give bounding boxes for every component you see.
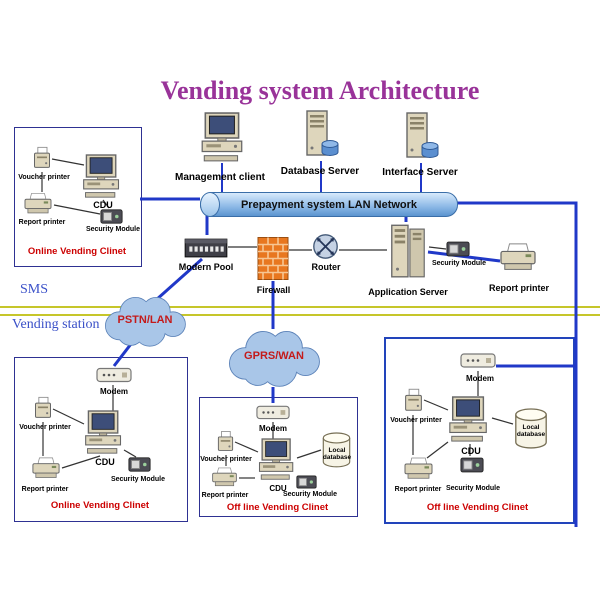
- offline-right-report-printer-label: Report printer: [394, 486, 442, 493]
- online-bottom-report-printer-label: Report printer: [21, 486, 69, 493]
- vending-station-zone-label: Vending station: [12, 317, 100, 332]
- online-bottom-voucher-printer-icon: [33, 396, 53, 422]
- online-top-security-module-label: Security Module: [85, 226, 141, 233]
- offline-middle-modem-label: Modem: [259, 424, 287, 433]
- offline-right-voucher-printer-icon: [403, 388, 424, 415]
- management-client-computer-icon: [198, 112, 248, 164]
- offline-middle-box-title: Off line Vending Clinet: [226, 502, 329, 513]
- online-bottom-box-title: Online Vending Clinet: [50, 500, 150, 511]
- database-server-icon: [300, 110, 340, 162]
- online-bottom-modem-label: Modem: [100, 387, 128, 396]
- offline-middle-cdu-label: CDU: [269, 484, 287, 493]
- offline-right-local-database-label: Local database: [516, 424, 546, 439]
- offline-right-security-module-icon: [460, 456, 484, 474]
- pstn-lan-cloud-label: PSTN/LAN: [117, 314, 173, 326]
- offline-middle-voucher-printer-label: Voucher printer: [200, 456, 252, 463]
- backbone-security-module-icon: [446, 240, 470, 258]
- offline-middle-local-database-label: Local database: [322, 447, 352, 462]
- online-top-report-printer-label: Report printer: [18, 219, 66, 226]
- modem-pool-label: Modern Pool: [178, 262, 234, 272]
- online-bottom-report-printer-icon: [30, 456, 62, 483]
- online-bottom-modem-icon: [96, 364, 132, 385]
- online-top-voucher-printer-label: Voucher printer: [18, 174, 70, 181]
- offline-middle-modem-icon: [256, 402, 290, 422]
- online-top-report-printer-icon: [22, 192, 54, 218]
- offline-middle-cdu-icon: [256, 438, 298, 482]
- management-client-label: Management client: [174, 172, 266, 183]
- lan-bus-end-cap: [200, 192, 220, 217]
- application-server-icon: [387, 221, 429, 283]
- lan-network-bus: Prepayment system LAN Network: [200, 192, 458, 217]
- online-bottom-cdu-icon: [82, 410, 126, 456]
- backbone-report-printer-label: Report printer: [488, 283, 549, 293]
- offline-right-cdu-icon: [446, 396, 492, 444]
- online-top-cdu-label: CDU: [93, 200, 113, 210]
- diagram-title: Vending system Architecture: [160, 76, 480, 105]
- zone-divider-lines: [0, 306, 600, 316]
- offline-right-modem-icon: [460, 349, 496, 371]
- offline-right-modem-label: Modem: [466, 374, 494, 383]
- online-top-box-title: Online Vending Clinet: [27, 246, 127, 257]
- gprs-wan-cloud-label: GPRS/WAN: [244, 350, 304, 362]
- online-vending-client-bottom-box: [14, 357, 188, 522]
- online-bottom-security-module-label: Security Module: [110, 476, 166, 483]
- online-top-security-module-icon: [100, 208, 123, 225]
- offline-right-cdu-label: CDU: [461, 446, 481, 456]
- lan-network-label: Prepayment system LAN Network: [240, 198, 418, 211]
- interface-server-label: Interface Server: [382, 167, 458, 178]
- offline-middle-report-printer-icon: [210, 466, 239, 491]
- application-server-label: Application Server: [368, 287, 448, 297]
- firewall-icon: [257, 236, 289, 281]
- interface-server-icon: [400, 112, 440, 164]
- offline-right-box-title: Off line Vending Clinet: [426, 502, 529, 513]
- online-vending-client-top-box: [14, 127, 142, 267]
- offline-vending-client-middle-box: [199, 397, 358, 517]
- offline-middle-security-module-label: Security Module: [282, 491, 338, 498]
- offline-middle-report-printer-label: Report printer: [201, 492, 249, 499]
- offline-middle-security-module-icon: [296, 474, 317, 490]
- backbone-report-printer-icon: [497, 242, 539, 276]
- firewall-label: Firewall: [256, 285, 291, 295]
- offline-middle-voucher-printer-icon: [216, 430, 235, 455]
- device-link-lines: [41, 158, 514, 479]
- router-icon: [312, 233, 339, 260]
- online-top-cdu-icon: [80, 154, 124, 200]
- offline-right-security-module-label: Security Module: [445, 485, 501, 492]
- online-bottom-security-module-icon: [128, 456, 151, 473]
- backbone-security-module-label: Security Module: [431, 260, 487, 267]
- offline-vending-client-right-box: [384, 337, 575, 524]
- router-label: Router: [311, 262, 341, 272]
- server-drop-lines: [221, 161, 422, 193]
- offline-right-report-printer-icon: [402, 456, 435, 484]
- offline-right-voucher-printer-label: Voucher printer: [390, 417, 442, 424]
- modem-pool-icon: [184, 235, 228, 260]
- online-bottom-cdu-label: CDU: [95, 457, 115, 467]
- online-top-voucher-printer-icon: [32, 146, 52, 172]
- database-server-label: Database Server: [280, 166, 360, 177]
- online-bottom-voucher-printer-label: Voucher printer: [19, 424, 71, 431]
- sms-zone-label: SMS: [20, 282, 49, 297]
